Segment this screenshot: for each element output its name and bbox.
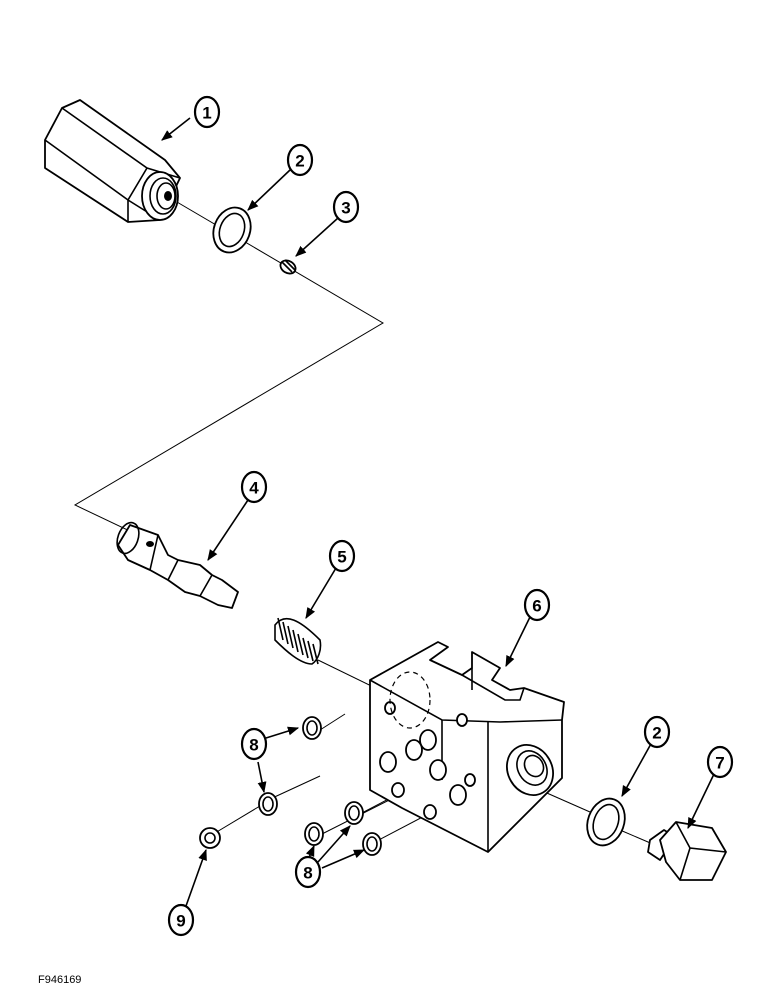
small-o-rings	[258, 716, 382, 856]
callout-2-upper: 2	[286, 143, 314, 177]
callout-2-lower: 2	[643, 715, 671, 749]
leader-arrows	[161, 117, 715, 907]
callout-5: 5	[328, 539, 356, 573]
callout-7: 7	[706, 745, 734, 779]
spring	[274, 617, 322, 665]
figure-id: F946169	[38, 974, 82, 986]
callout-8-lower: 8	[294, 855, 322, 889]
callout-9: 9	[167, 903, 195, 937]
valve-body	[369, 641, 565, 853]
callout-6: 6	[523, 588, 551, 622]
valve-spool	[116, 521, 239, 609]
callout-label: 8	[303, 864, 312, 883]
callout-3: 3	[332, 190, 360, 224]
set-screw	[279, 259, 297, 275]
callout-label: 3	[341, 199, 350, 218]
plug	[647, 821, 727, 881]
callout-1: 1	[193, 95, 221, 129]
callout-label: 4	[249, 479, 259, 498]
callout-label: 2	[295, 152, 304, 171]
callout-label: 2	[652, 724, 661, 743]
callout-label: 7	[715, 754, 724, 773]
callout-label: 9	[176, 912, 185, 931]
callout-4: 4	[240, 470, 268, 504]
callout-label: 6	[532, 597, 541, 616]
o-ring-lower	[586, 797, 626, 847]
relief-valve-cartridge	[44, 99, 181, 223]
assembly-centerline	[73, 194, 656, 846]
callout-label: 8	[249, 736, 258, 755]
orifice-plug	[199, 827, 221, 849]
o-ring-small	[362, 832, 382, 856]
o-ring-small	[258, 792, 278, 816]
callout-label: 1	[202, 104, 211, 123]
o-ring-upper	[212, 206, 252, 254]
callout-8-upper: 8	[240, 727, 268, 761]
o-ring-small	[344, 801, 364, 825]
o-ring-small	[302, 716, 322, 740]
callout-label: 5	[337, 548, 346, 567]
